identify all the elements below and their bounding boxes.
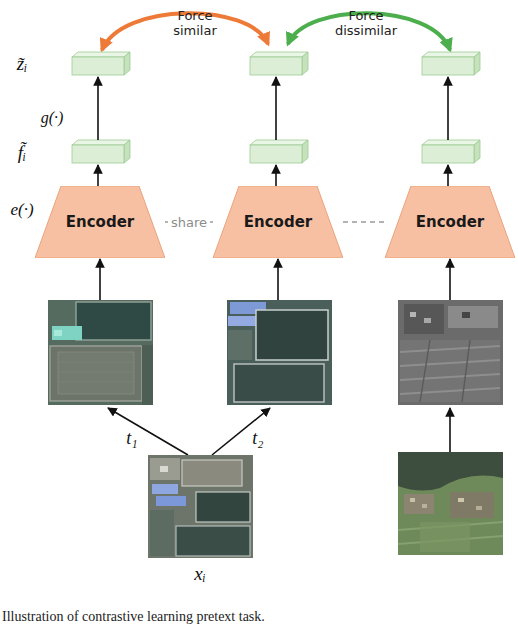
satellite-image bbox=[148, 455, 253, 558]
flow-arrow bbox=[275, 165, 277, 186]
flow-arrow bbox=[277, 259, 279, 300]
flow-arrow bbox=[449, 259, 451, 300]
flow-arrow bbox=[275, 77, 277, 140]
transform-label: t₂ bbox=[238, 428, 278, 449]
figure-caption: Illustration of contrastive learning pre… bbox=[2, 609, 518, 625]
flow-arrow bbox=[447, 77, 449, 140]
flow-arrow bbox=[447, 165, 449, 186]
satellite-image bbox=[48, 300, 153, 405]
projection-box bbox=[422, 52, 480, 75]
flow-arrow bbox=[97, 165, 99, 186]
function-label: e(·) bbox=[0, 200, 47, 220]
encoder-label: Encoder bbox=[213, 213, 343, 231]
feature-box bbox=[250, 140, 308, 163]
flow-arrow bbox=[99, 259, 101, 300]
encoder-label: Encoder bbox=[35, 213, 165, 231]
edge-label: share bbox=[168, 215, 210, 230]
feature-box bbox=[422, 140, 480, 163]
encoder-block: Encoder bbox=[35, 186, 165, 258]
transform-label: t₁ bbox=[112, 428, 152, 449]
augment-arrow bbox=[108, 408, 188, 455]
encoder-trapezoid bbox=[35, 186, 165, 258]
projection-box bbox=[250, 52, 308, 75]
input-label: xᵢ bbox=[180, 563, 220, 585]
flow-arrow bbox=[449, 408, 451, 452]
feature-box bbox=[72, 140, 130, 163]
force-label: Force similar bbox=[165, 9, 225, 39]
encoder-block: Encoder bbox=[213, 186, 343, 258]
flow-arrows bbox=[98, 77, 450, 455]
encoder-block: Encoder bbox=[385, 186, 515, 258]
force-label: Force dissimilar bbox=[328, 9, 404, 39]
satellite-image bbox=[227, 300, 332, 405]
encoder-trapezoid bbox=[213, 186, 343, 258]
satellite-image bbox=[398, 300, 503, 405]
projection-box bbox=[72, 52, 130, 75]
encoder-label: Encoder bbox=[385, 213, 515, 231]
share-link bbox=[343, 221, 385, 222]
encoder-trapezoid bbox=[385, 186, 515, 258]
satellite-image bbox=[398, 452, 503, 555]
symbol-label: z̃ᵢ bbox=[2, 53, 42, 75]
flow-arrow bbox=[97, 77, 99, 140]
function-label: g(·) bbox=[27, 109, 77, 127]
symbol-label: f̃ᵢ bbox=[2, 142, 42, 164]
